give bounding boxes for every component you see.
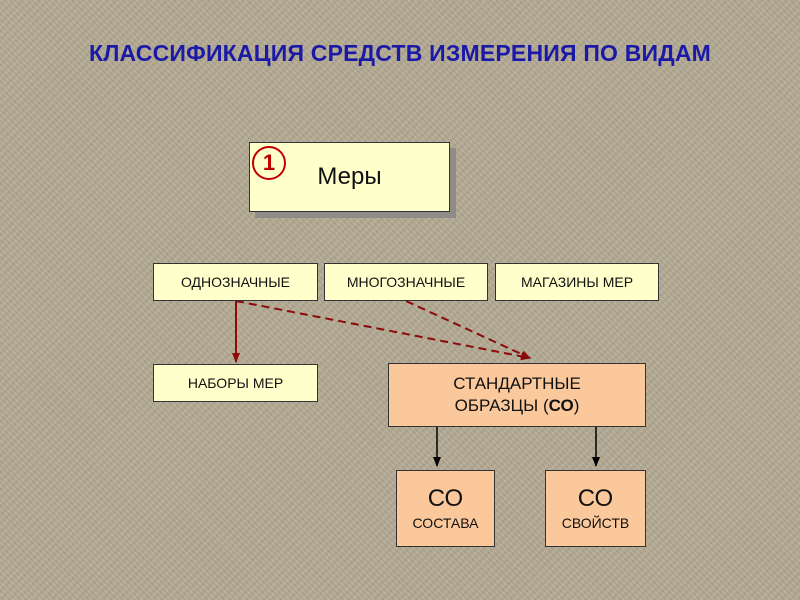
measures-label: Меры — [317, 163, 382, 190]
measure-stores-label: МАГАЗИНЫ МЕР — [520, 274, 634, 290]
standard-samples-line1: СТАНДАРТНЫЕ — [453, 374, 581, 393]
number-badge: 1 — [252, 146, 286, 180]
properties-abbr: СО — [577, 484, 614, 512]
standard-samples-box: СТАНДАРТНЫЕ ОБРАЗЦЫ (СО) — [388, 363, 646, 427]
composition-samples-box: СО СОСТАВА — [396, 470, 495, 547]
measure-stores-box: МАГАЗИНЫ МЕР — [495, 263, 659, 301]
page-title: КЛАССИФИКАЦИЯ СРЕДСТВ ИЗМЕРЕНИЯ ПО ВИДАМ — [88, 40, 712, 66]
composition-abbr: СО — [427, 484, 464, 512]
standard-samples-line2: ОБРАЗЦЫ (СО) — [454, 396, 580, 415]
multi-valued-label: МНОГОЗНАЧНЫЕ — [346, 274, 466, 290]
measure-sets-label: НАБОРЫ МЕР — [187, 375, 284, 391]
single-valued-box: ОДНОЗНАЧНЫЕ — [153, 263, 318, 301]
properties-label: СВОЙСТВ — [561, 514, 630, 531]
measures-box: Меры — [249, 142, 450, 212]
single-valued-label: ОДНОЗНАЧНЫЕ — [180, 274, 291, 290]
arrow-single-to-standard-dashed — [235, 300, 531, 361]
multi-valued-box: МНОГОЗНАЧНЫЕ — [324, 263, 488, 301]
measure-sets-box: НАБОРЫ МЕР — [153, 364, 318, 402]
composition-label: СОСТАВА — [412, 514, 479, 531]
arrow-multi-to-standard-dashed — [405, 300, 531, 359]
properties-samples-box: СО СВОЙСТВ — [545, 470, 646, 547]
